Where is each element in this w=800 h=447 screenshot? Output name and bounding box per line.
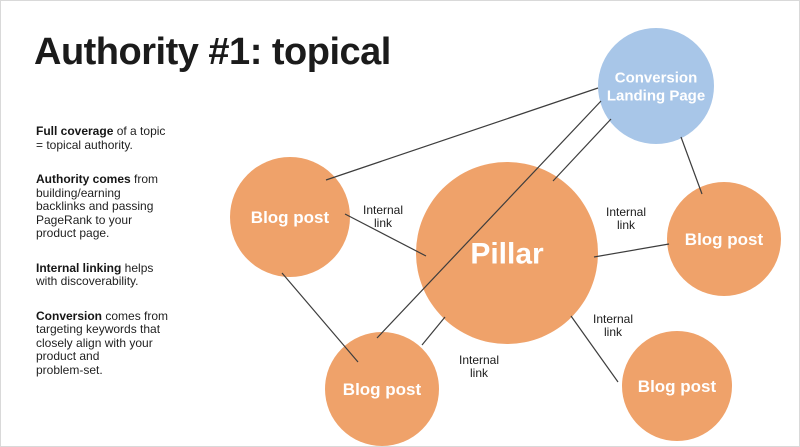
notes-panel: Full coverage of a topic= topical author…: [36, 124, 221, 398]
edge-label-0: Internal: [363, 203, 403, 217]
node-blog-right: [667, 182, 781, 296]
note-lead: Internal linking: [36, 260, 122, 275]
node-blog-left: [230, 157, 350, 277]
node-label-blog-right: Blog post: [685, 230, 764, 249]
edge-label-1: Internal: [606, 205, 646, 219]
edge-blog-left--pillar: [344, 213, 427, 257]
node-label-conversion-landing-page: Conversion: [615, 69, 698, 86]
edge-label-3: link: [604, 325, 623, 339]
edge-conversion-landing-page--blog-right: [680, 136, 703, 195]
edge-pillar--blog-bottom-left: [421, 316, 446, 346]
edge-blog-left--blog-bottom-left: [281, 272, 359, 363]
node-label-conversion-landing-page: Landing Page: [607, 87, 705, 104]
note-lead: Authority comes: [36, 172, 131, 186]
node-label-pillar: Pillar: [470, 238, 544, 271]
node-pillar: [416, 162, 598, 344]
node-label-blog-bottom-left: Blog post: [343, 380, 422, 399]
edge-label-2: Internal: [459, 353, 499, 367]
node-label-blog-left: Blog post: [251, 208, 330, 227]
edge-conversion-landing-page--blog-bottom-left: [376, 100, 602, 339]
edge-pillar--blog-bottom-right: [570, 315, 619, 383]
node-blog-bottom-right: [622, 331, 732, 441]
edge-pillar--blog-right: [593, 243, 670, 258]
page-title: Authority #1: topical: [34, 31, 391, 73]
note-lead: Full coverage: [36, 124, 114, 138]
edge-blog-left--conversion-landing-page: [325, 87, 599, 181]
edge-label-1: link: [617, 218, 636, 232]
note-paragraph: Full coverage of a topic= topical author…: [36, 124, 166, 152]
edge-label-0: link: [374, 216, 393, 230]
node-label-blog-bottom-right: Blog post: [638, 377, 717, 396]
node-blog-bottom-left: [325, 332, 439, 446]
note-lead: Conversion: [36, 308, 103, 323]
edge-conversion-landing-page--pillar: [552, 118, 612, 182]
node-conversion-landing-page: [598, 28, 714, 144]
edge-label-2: link: [470, 366, 489, 380]
edge-label-3: Internal: [593, 312, 633, 326]
